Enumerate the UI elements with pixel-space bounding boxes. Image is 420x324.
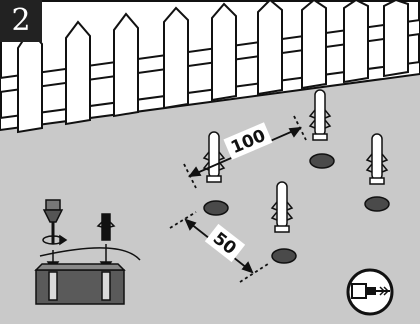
fence-picket: [163, 6, 189, 110]
fence-picket: [17, 28, 43, 134]
picket-fence: [0, 0, 420, 134]
wall-plug-icon: [308, 89, 332, 141]
hole: [203, 200, 229, 216]
fence-picket: [257, 0, 283, 96]
offset-label-box: [204, 223, 246, 263]
spacing-label-box: [223, 122, 273, 160]
wall-plug-icon: [96, 213, 116, 241]
drill-and-anchor-inset: [34, 199, 141, 305]
fence-picket: [65, 20, 91, 126]
wall-plug-icon: [365, 133, 389, 185]
fence-picket: [211, 2, 237, 102]
inset-outline: [39, 247, 141, 261]
fence-picket: [113, 12, 139, 118]
drill-tool-icon: [346, 268, 394, 316]
fence-picket: [301, 0, 327, 90]
wall-plug-icon: [270, 181, 294, 233]
hole: [364, 196, 390, 212]
fence-picket: [343, 0, 369, 84]
drilled-holes: [203, 153, 390, 264]
step-number-badge: 2: [0, 0, 42, 42]
fence-picket: [383, 0, 409, 78]
hole: [309, 153, 335, 169]
drill-bit-icon: [42, 199, 68, 246]
hole: [271, 248, 297, 264]
